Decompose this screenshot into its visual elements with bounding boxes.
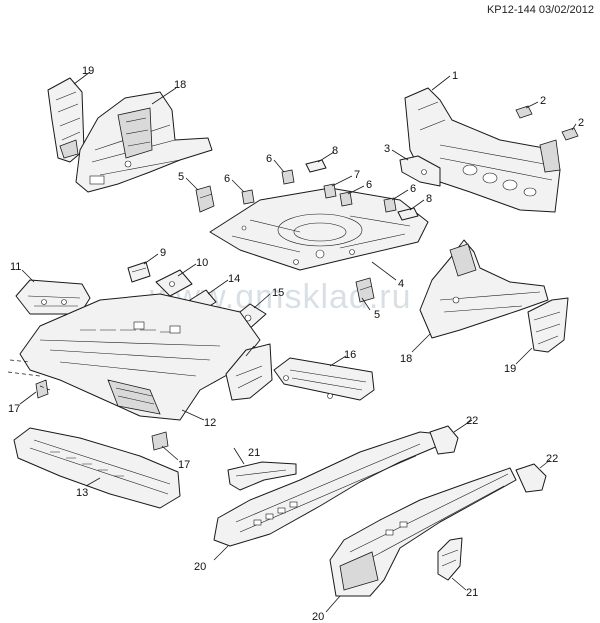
part-17-bracket-right[interactable]	[151, 431, 169, 451]
part-22-bracket-lower[interactable]	[515, 463, 547, 493]
part-10-bracket[interactable]	[155, 269, 193, 297]
part-12-floor-panel[interactable]	[19, 293, 261, 421]
callout-18-upper: 18	[174, 79, 186, 91]
callout-17-left: 17	[8, 403, 20, 415]
part-21-upper-panel[interactable]	[227, 461, 297, 491]
callout-labels: 1 2 2 3 4 5 5 6 6 6 6 7 8 8 9 10 11 12 1…	[8, 65, 584, 623]
callout-21-lower: 21	[466, 587, 478, 599]
part-19-lower-right-bracket[interactable]	[527, 297, 569, 353]
part-12-side-bracket[interactable]	[225, 343, 273, 401]
callout-8-upper: 8	[332, 145, 338, 157]
callout-2-upper: 2	[540, 95, 546, 107]
callout-6-b: 6	[266, 153, 272, 165]
callout-15: 15	[272, 287, 284, 299]
alignment-lines	[7, 359, 51, 391]
part-6-bracket-b[interactable]	[281, 169, 295, 185]
part-20-right-frame-rail[interactable]	[329, 467, 517, 597]
callout-21-upper: 21	[248, 447, 260, 459]
callout-4: 4	[398, 278, 404, 290]
callout-19-upper: 19	[82, 65, 94, 77]
callout-9: 9	[160, 247, 166, 259]
callout-6-a: 6	[224, 173, 230, 185]
callout-7: 7	[354, 169, 360, 181]
part-4-rear-floor-pan[interactable]	[209, 187, 429, 271]
part-20-left-frame-rail[interactable]	[213, 431, 441, 547]
callout-22-lower: 22	[546, 453, 558, 465]
part-3-bracket[interactable]	[399, 155, 441, 187]
callout-3: 3	[384, 143, 390, 155]
callout-13: 13	[76, 487, 88, 499]
part-11-bracket[interactable]	[15, 279, 91, 315]
part-5-bracket-upper[interactable]	[195, 185, 215, 213]
part-2-clip-lower[interactable]	[561, 127, 579, 141]
part-17-bracket-left[interactable]	[35, 379, 49, 399]
part-9-bracket[interactable]	[127, 261, 151, 283]
callout-8-lower: 8	[426, 193, 432, 205]
part-19-upper-left-bracket[interactable]	[47, 77, 85, 163]
part-8-plate-upper[interactable]	[305, 159, 327, 173]
callout-12: 12	[204, 417, 216, 429]
part-22-bracket-upper[interactable]	[429, 425, 459, 455]
part-6-bracket-d[interactable]	[383, 197, 397, 213]
part-2-clip-upper[interactable]	[515, 105, 533, 119]
callout-18-lower: 18	[400, 353, 412, 365]
callout-20-right: 20	[312, 611, 324, 623]
leader-lines	[19, 71, 577, 613]
part-6-bracket-c[interactable]	[339, 191, 353, 207]
callout-1: 1	[452, 70, 458, 82]
callout-6-c: 6	[366, 179, 372, 191]
callout-16: 16	[344, 349, 356, 361]
part-5-bracket-lower[interactable]	[355, 277, 375, 303]
callout-5-lower: 5	[374, 309, 380, 321]
part-18-lower-right-wheelhouse[interactable]	[419, 239, 549, 339]
part-8-plate-lower[interactable]	[397, 207, 419, 221]
part-21-lower-panel[interactable]	[437, 537, 463, 581]
part-7-bracket[interactable]	[323, 183, 337, 199]
diagram-code: KP12-144 03/02/2012	[486, 4, 594, 16]
callout-2-lower: 2	[578, 117, 584, 129]
callout-6-d: 6	[410, 183, 416, 195]
callout-22-upper: 22	[466, 415, 478, 427]
part-6-bracket-a[interactable]	[241, 189, 255, 205]
callout-14: 14	[228, 273, 240, 285]
callout-5-upper: 5	[178, 171, 184, 183]
part-13-front-floor[interactable]	[13, 427, 181, 509]
callout-19-lower: 19	[504, 363, 516, 375]
callout-17-right: 17	[178, 459, 190, 471]
part-16-crossmember[interactable]	[273, 357, 375, 401]
part-18-upper-left-wheelhouse[interactable]	[75, 91, 213, 193]
part-1-rear-end-panel[interactable]	[404, 87, 561, 213]
callout-20-left: 20	[194, 561, 206, 573]
callout-10: 10	[196, 257, 208, 269]
callout-11: 11	[10, 261, 21, 273]
